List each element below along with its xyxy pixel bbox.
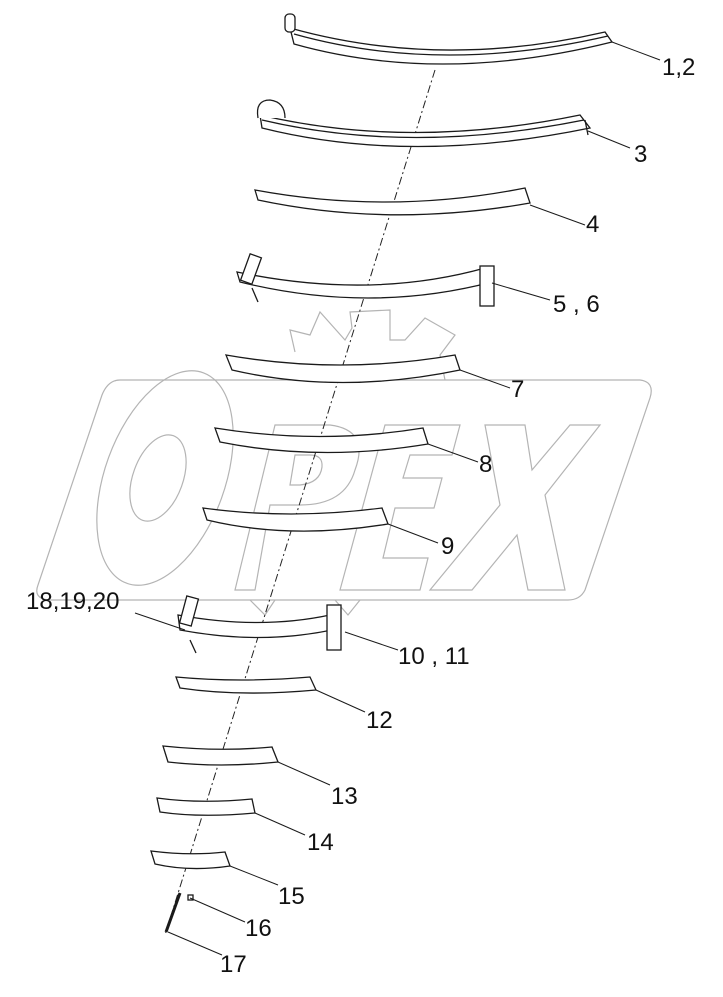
callout-7: 7: [511, 376, 525, 403]
callout-16: 16: [245, 915, 272, 942]
opex-watermark: [36, 309, 652, 616]
callout-1-2: 1,2: [662, 54, 696, 81]
callout-3: 3: [634, 141, 648, 168]
callout-5-6: 5 , 6: [553, 291, 600, 318]
callout-4: 4: [586, 211, 600, 238]
callout-18-19-20: 18,19,20: [26, 588, 120, 615]
callout-17: 17: [220, 951, 247, 978]
callout-9: 9: [441, 533, 455, 560]
leader-lines: [134, 41, 661, 956]
spring-leaves: [150, 13, 614, 933]
callout-13: 13: [331, 783, 358, 810]
callout-15: 15: [278, 883, 305, 910]
callout-10-11: 10 , 11: [398, 643, 470, 670]
callout-8: 8: [479, 451, 493, 478]
callout-14: 14: [307, 829, 334, 856]
callout-12: 12: [366, 707, 393, 734]
